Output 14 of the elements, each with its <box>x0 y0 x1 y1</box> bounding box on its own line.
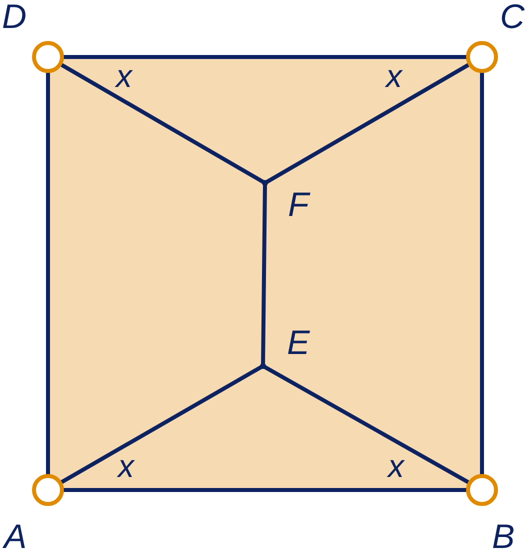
angle-label: x <box>386 60 402 92</box>
angle-label: x <box>118 450 134 482</box>
point-label: A <box>4 520 27 554</box>
line-segment <box>46 71 50 476</box>
line-segment <box>480 71 484 476</box>
angle-label: x <box>388 450 404 482</box>
point-label: B <box>492 520 515 554</box>
point-label: E <box>287 326 310 360</box>
line-segment <box>62 488 468 492</box>
angle-label: x <box>116 60 132 92</box>
point-label: F <box>288 188 309 222</box>
point-label: D <box>2 0 27 34</box>
point-label: C <box>500 0 525 34</box>
line-segment <box>62 55 468 59</box>
